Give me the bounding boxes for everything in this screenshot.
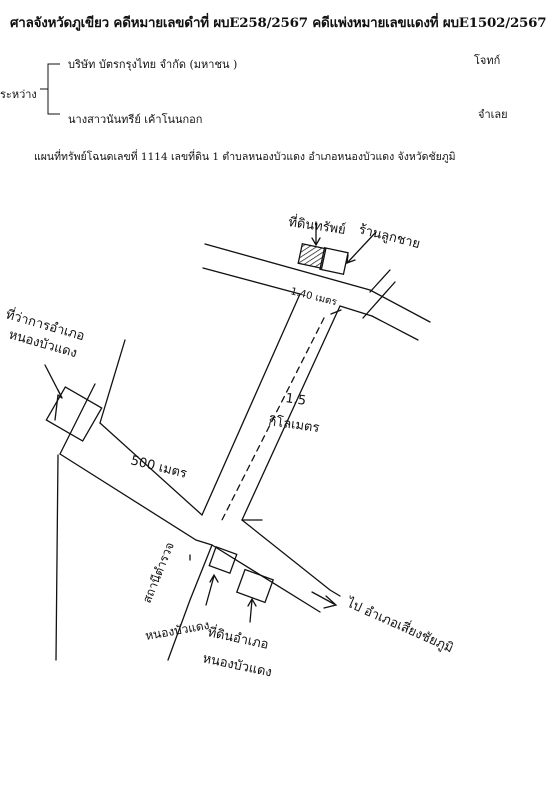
defendant-name: นางสาวนันทรีย์ เค้าโนนกอก (68, 113, 203, 126)
property-building (297, 242, 327, 270)
distance-km-value: 1.5 (284, 391, 307, 409)
police-label-2: หนองบัวแดง (144, 618, 210, 643)
plaintiff-role: โจทก์ (474, 54, 501, 67)
police-station-building (208, 546, 238, 574)
direction-arrow (311, 591, 335, 605)
shop-side-road (369, 269, 391, 293)
shop-building (319, 246, 349, 276)
land-office-label-1: ที่ดินอำเภอ (206, 623, 270, 652)
district-office-building (45, 386, 103, 442)
main-road-center-dashed (221, 317, 325, 521)
defendant-role: จำเลย (478, 108, 508, 121)
left-road-right-edge (99, 339, 126, 424)
shop-label: ร้านลูกชาย (357, 222, 422, 252)
land-office-building (235, 568, 275, 604)
shop-arrow (346, 231, 377, 264)
land-office-label-2: หนองบัวแดง (201, 651, 273, 680)
distance-500-label: 500 เมตร (129, 453, 188, 481)
court-title: ศาลจังหวัดภูเขียว คดีหมายเลขดำที่ ผบE258… (10, 15, 546, 31)
land-office-arrow (247, 597, 257, 623)
location-map: ที่ดินทรัพย์ ร้านลูกชาย 1.40 เมตร ที่ว่า… (4, 213, 456, 680)
direction-label: ไป อำเภอเสี่ยงชัยภูมิ (343, 594, 456, 657)
police-arrow (205, 573, 219, 606)
police-label-1: สถานีตำรวจ (140, 540, 177, 605)
top-road-edge-upper (204, 243, 431, 323)
mid-road-upper-edge (99, 422, 203, 516)
frontage-label: 1.40 เมตร (289, 286, 338, 308)
property-label: ที่ดินทรัพย์ (287, 213, 346, 238)
mid-road-lower-edge (59, 453, 213, 546)
left-road-left-edge (55, 454, 59, 661)
party-bracket (40, 63, 60, 115)
map-caption: แผนที่ทรัพย์โฉนดเลขที่ 1114 เลขที่ดิน 1 … (34, 151, 456, 163)
distance-km-unit: กิโลเมตร (267, 413, 320, 436)
lower-road-left (167, 544, 213, 661)
main-road-left-edge (201, 293, 301, 516)
between-label: ระหว่าง (0, 88, 37, 101)
property-arrow (311, 221, 321, 247)
main-road-right-edge (241, 305, 341, 521)
plaintiff-name: บริษัท บัตรกรุงไทย จำกัด (มหาชน ) (68, 58, 238, 71)
top-road-edge-lower (202, 267, 301, 295)
